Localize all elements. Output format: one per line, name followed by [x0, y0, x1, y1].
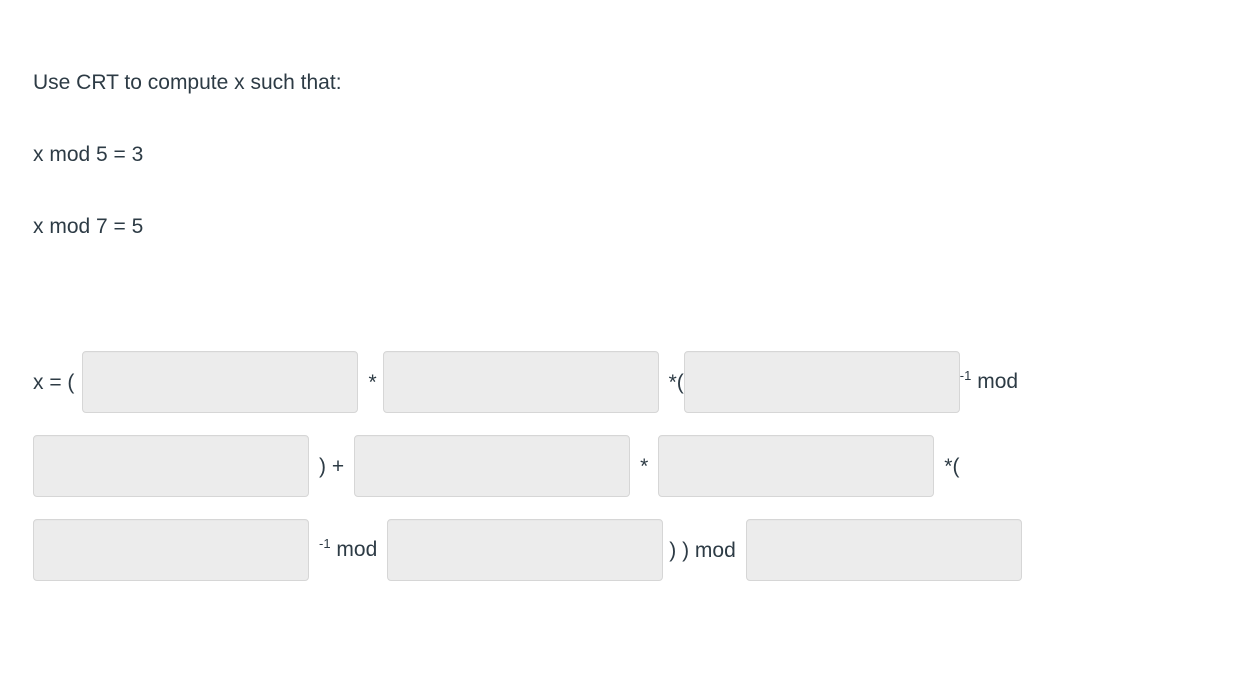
answer-blank-1[interactable] — [82, 351, 359, 413]
answer-blank-5[interactable] — [354, 435, 631, 497]
answer-blank-8[interactable] — [387, 519, 664, 581]
answer-blank-3[interactable] — [683, 351, 960, 413]
answer-blank-4[interactable] — [33, 435, 309, 497]
answer-expression: x = ( * *( -1 mod ) + * *( — [33, 340, 1233, 592]
operator-times-1: * — [368, 370, 377, 394]
inverse-mod-label-2: -1 mod — [319, 536, 378, 562]
operator-close-close-mod: ) ) mod — [669, 538, 736, 562]
inverse-mod-label-1: -1 mod — [959, 368, 1019, 394]
mod-label-2: mod — [336, 538, 378, 561]
expression-row-2: ) + * *( — [33, 424, 1233, 508]
operator-close-paren-plus: ) + — [319, 454, 345, 478]
operator-times-open-paren-2: *( — [944, 454, 960, 478]
expression-row-3: -1 mod ) ) mod — [33, 508, 1233, 592]
operator-times-open-paren-1: *( — [668, 370, 684, 394]
answer-blank-6[interactable] — [658, 435, 935, 497]
prompt-line-2: x mod 5 = 3 — [33, 143, 144, 166]
answer-blank-2[interactable] — [382, 351, 659, 413]
prompt-line-3: x mod 7 = 5 — [33, 215, 144, 238]
expression-lead-label: x = ( — [33, 370, 75, 394]
inverse-exponent-1: -1 — [959, 368, 972, 383]
prompt-line-1: Use CRT to compute x such that: — [33, 71, 342, 94]
inverse-exponent-2: -1 — [319, 536, 331, 551]
answer-blank-9[interactable] — [745, 519, 1022, 581]
operator-times-2: * — [640, 454, 649, 478]
answer-blank-7[interactable] — [33, 519, 309, 581]
mod-label-1: mod — [977, 370, 1019, 393]
expression-row-1: x = ( * *( -1 mod — [33, 340, 1233, 424]
